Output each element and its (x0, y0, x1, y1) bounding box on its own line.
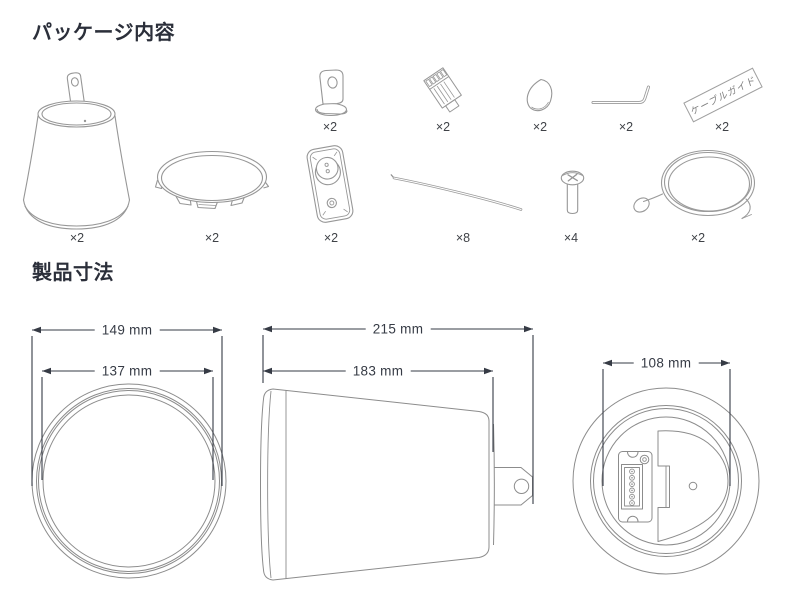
package-contents-title: パッケージ内容 (32, 22, 176, 44)
dim-label-side-body: 183 mm (345, 363, 411, 379)
qty-label-badge: ×2 (532, 120, 548, 134)
hex-key-illustration (591, 84, 655, 108)
qty-label-speaker: ×2 (69, 231, 85, 245)
product-dimension-drawings (31, 325, 760, 581)
qty-label-mounting-plate: ×2 (323, 231, 339, 245)
cable-guide-card-label: ケーブルガイド (689, 74, 758, 119)
qty-label-ceiling-cover: ×2 (204, 231, 220, 245)
speaker-hang-bracket-icon (66, 72, 86, 108)
dimension-lines (31, 328, 731, 504)
dimension-arrowheads (32, 325, 730, 375)
qty-label-rod: ×8 (455, 231, 471, 245)
dim-label-front-outer: 149 mm (94, 322, 160, 338)
qty-label-safety-wire: ×2 (690, 231, 706, 245)
screw-illustration (558, 166, 588, 218)
mounting-plate-illustration (301, 144, 359, 224)
back-view-drawing (572, 387, 760, 575)
euroblock-connector-illustration (421, 62, 467, 118)
qty-label-screw: ×4 (563, 231, 579, 245)
ceiling-cover-illustration (154, 147, 271, 219)
product-dimensions-title: 製品寸法 (32, 262, 114, 284)
dim-label-back-width: 108 mm (633, 355, 699, 371)
wall-bracket-illustration (306, 66, 354, 122)
front-view-drawing (31, 383, 227, 579)
safety-wire-illustration (632, 142, 764, 234)
qty-label-euroblock: ×2 (435, 120, 451, 134)
grille-badge-illustration (524, 76, 558, 116)
support-rod-illustration (390, 170, 526, 218)
qty-label-cable-guide: ×2 (714, 120, 730, 134)
cable-guide-card-illustration: ケーブルガイド (683, 67, 763, 123)
pendant-speaker-illustration (16, 70, 138, 238)
side-view-drawing (260, 388, 533, 581)
dim-label-side-total: 215 mm (365, 321, 431, 337)
qty-label-wall-bracket: ×2 (322, 120, 338, 134)
qty-label-hex-key: ×2 (618, 120, 634, 134)
dim-label-front-inner: 137 mm (94, 363, 160, 379)
